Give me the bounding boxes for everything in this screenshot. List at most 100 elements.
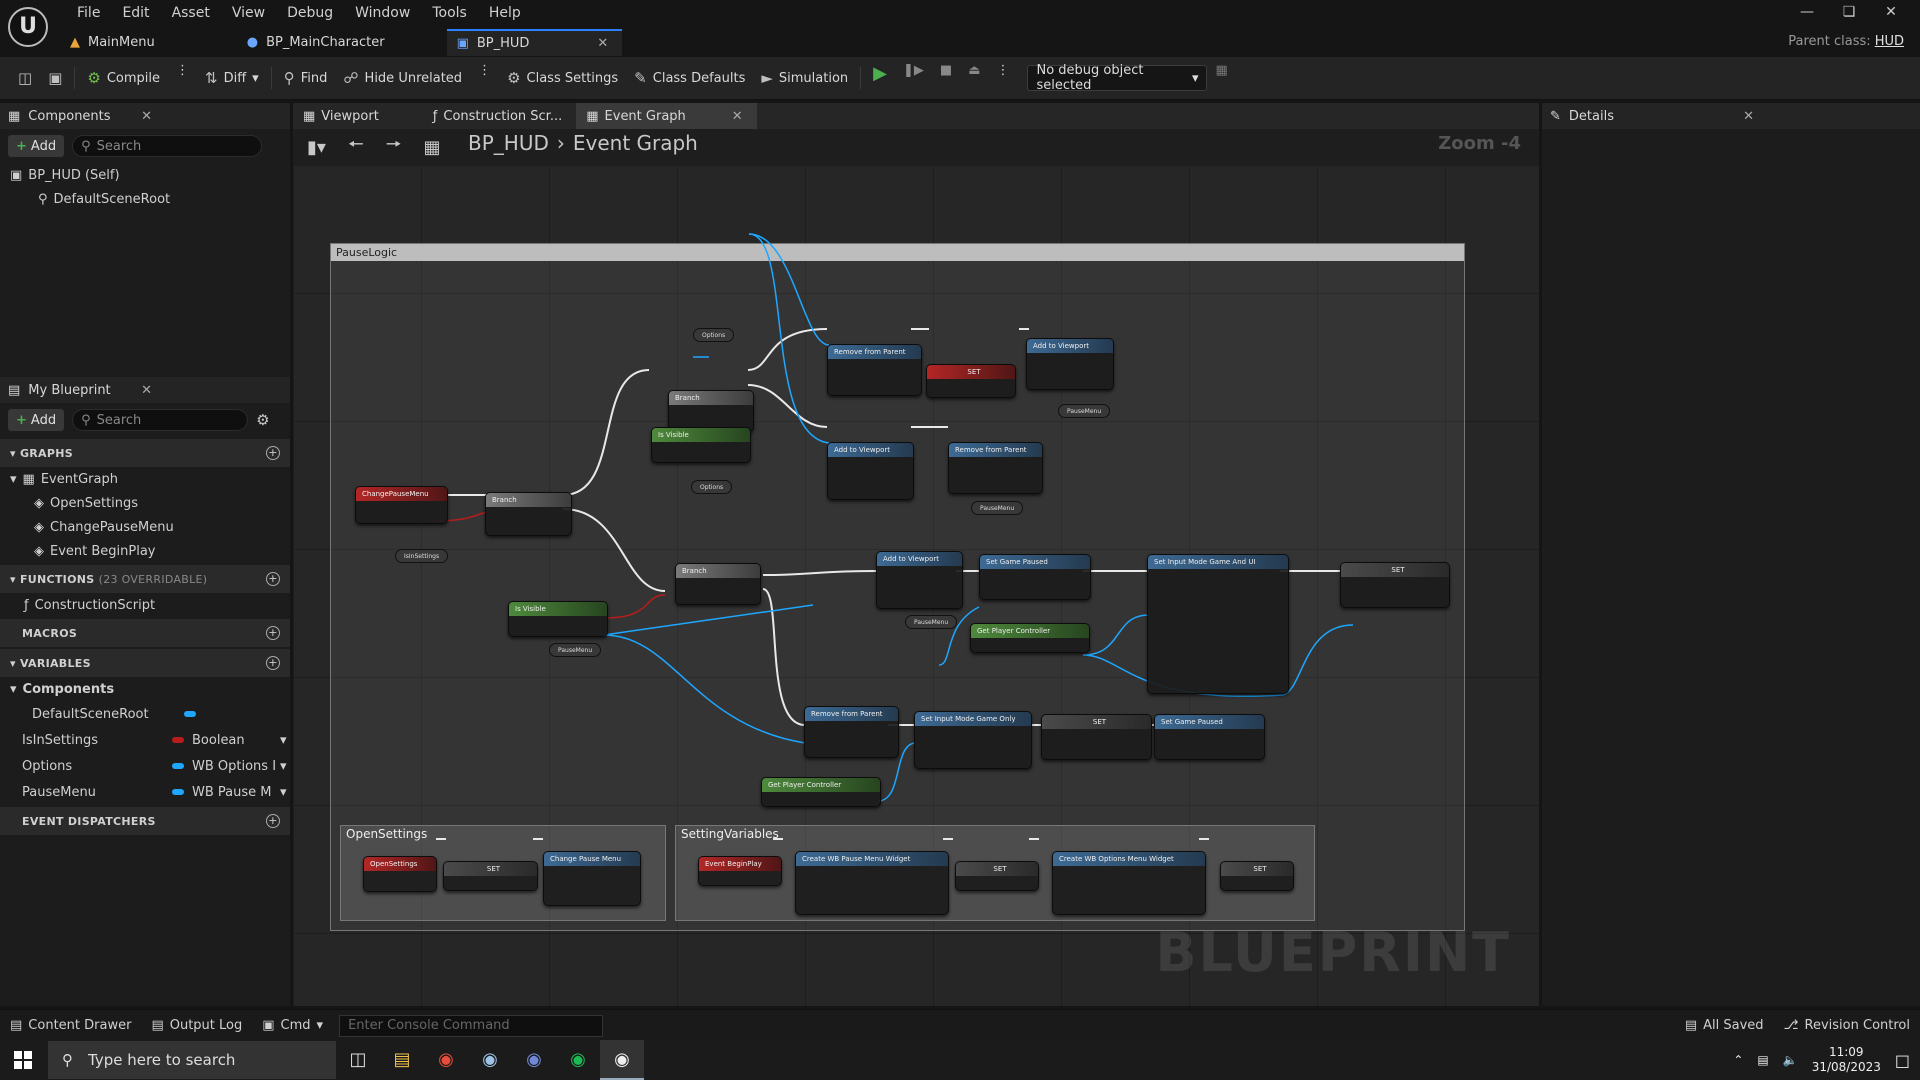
node-branch[interactable]: Branch [675, 563, 761, 605]
chevron-down-icon[interactable]: ▾ [280, 758, 287, 774]
node-var-pausemenu[interactable]: PauseMenu [905, 615, 958, 629]
taskbar-search-input[interactable]: ⚲ Type here to search [48, 1041, 336, 1079]
node-set-options[interactable]: SET [1220, 861, 1294, 891]
tab-bp-hud[interactable]: ▣ BP_HUD ✕ [446, 29, 623, 56]
graph-item-event-beginplay[interactable]: ◈Event BeginPlay [34, 543, 156, 559]
tab-mainmenu[interactable]: ▲ MainMenu [60, 29, 237, 56]
breadcrumb-graph[interactable]: Event Graph [572, 131, 698, 155]
node-var-options[interactable]: Options [693, 328, 735, 342]
add-macro-icon[interactable]: + [266, 626, 280, 640]
node-remove-from-parent[interactable]: Remove from Parent [948, 442, 1043, 494]
node-event-changepausemenu[interactable]: ChangePauseMenu [355, 486, 448, 524]
add-function-icon[interactable]: + [266, 572, 280, 586]
menu-edit[interactable]: Edit [122, 5, 150, 21]
back-arrow-icon[interactable]: 🠔 [347, 134, 364, 155]
task-view-icon[interactable]: ◫ [349, 1049, 367, 1070]
simulation-button[interactable]: ►Simulation [761, 69, 849, 87]
components-search-input[interactable]: ⚲Search [72, 135, 263, 157]
close-icon[interactable]: ✕ [141, 108, 152, 124]
node-create-pause-menu-widget[interactable]: Create WB Pause Menu Widget [795, 851, 949, 915]
file-explorer-icon[interactable]: ▤ [393, 1049, 411, 1070]
steam-icon[interactable]: ◉ [482, 1049, 498, 1070]
graph-canvas[interactable]: PauseLogic OpenSettings SettingVariables [293, 165, 1539, 1006]
node-set-show-mouse-cursor[interactable]: SET [1340, 562, 1450, 608]
add-variable-icon[interactable]: + [266, 656, 280, 670]
forward-arrow-icon[interactable]: 🠖 [385, 134, 402, 155]
my-blueprint-search-input[interactable]: ⚲Search [72, 409, 249, 431]
spotify-icon[interactable]: ◉ [570, 1049, 586, 1070]
event-dispatchers-section-header[interactable]: EVENT DISPATCHERS+ [0, 807, 290, 835]
menu-file[interactable]: File [77, 5, 101, 21]
revision-control-button[interactable]: ⎇Revision Control [1783, 1018, 1910, 1033]
graph-hierarchy-icon[interactable]: ▦ [423, 136, 441, 158]
my-blueprint-tab[interactable]: ▤ My Blueprint ✕ [0, 377, 290, 403]
compile-button[interactable]: ⚙Compile [87, 69, 160, 87]
variables-group-components[interactable]: ▾Components [10, 681, 115, 697]
stop-icon[interactable]: ■ [939, 63, 953, 78]
menu-help[interactable]: Help [488, 5, 521, 21]
node-branch[interactable]: Branch [485, 492, 572, 536]
windows-start-icon[interactable] [14, 1051, 32, 1069]
node-set-input-mode-game-only[interactable]: Set Input Mode Game Only [914, 711, 1032, 769]
node-add-to-viewport[interactable]: Add to Viewport [876, 551, 963, 609]
gear-icon[interactable]: ⚙ [256, 411, 270, 429]
chevron-up-icon[interactable]: ⌃ [1733, 1053, 1744, 1067]
node-is-visible[interactable]: Is Visible [651, 427, 751, 463]
unreal-logo-icon[interactable]: U [8, 7, 48, 47]
node-var-isinsettings[interactable]: IsInSettings [395, 549, 449, 563]
node-get-player-controller[interactable]: Get Player Controller [761, 777, 881, 807]
node-call-change-pause-menu[interactable]: Change Pause Menu [543, 851, 641, 906]
compile-options-icon[interactable]: ⋮ [176, 63, 189, 78]
components-tab[interactable]: ▦ Components ✕ [0, 103, 290, 129]
unreal-engine-icon[interactable]: ◉ [600, 1040, 644, 1080]
add-graph-icon[interactable]: + [266, 446, 280, 460]
minimize-icon[interactable]: — [1800, 4, 1814, 20]
node-var-pausemenu[interactable]: PauseMenu [1058, 404, 1111, 418]
all-saved-indicator[interactable]: ▤All Saved [1684, 1018, 1764, 1033]
node-branch[interactable]: Branch [668, 390, 754, 432]
menu-debug[interactable]: Debug [287, 5, 334, 21]
node-create-options-menu-widget[interactable]: Create WB Options Menu Widget [1052, 851, 1206, 915]
save-button[interactable]: ◫ [10, 63, 40, 93]
class-defaults-button[interactable]: ✎Class Defaults [634, 69, 746, 87]
node-event-beginplay[interactable]: Event BeginPlay [698, 856, 782, 886]
network-icon[interactable]: ▤ [1757, 1053, 1769, 1067]
component-root[interactable]: ▣BP_HUD (Self) [10, 167, 120, 183]
variables-section-header[interactable]: ▾ VARIABLES+ [0, 649, 290, 677]
class-settings-button[interactable]: ⚙Class Settings [507, 69, 619, 87]
breadcrumb-blueprint[interactable]: BP_HUD [468, 131, 549, 155]
node-add-to-viewport[interactable]: Add to Viewport [1026, 338, 1114, 390]
chevron-down-icon[interactable]: ▾ [280, 784, 287, 800]
step-icon[interactable]: ❚▶ [903, 63, 924, 78]
cmd-dropdown[interactable]: ▣Cmd▾ [262, 1018, 324, 1033]
restore-icon[interactable]: ❏ [1842, 4, 1856, 20]
add-dispatcher-icon[interactable]: + [266, 814, 280, 828]
node-var-options[interactable]: Options [691, 480, 733, 494]
tab-bp-maincharacter[interactable]: ● BP_MainCharacter [237, 29, 447, 56]
find-button[interactable]: ⚲Find [283, 69, 328, 87]
node-get-player-controller[interactable]: Get Player Controller [970, 623, 1090, 653]
add-component-button[interactable]: +Add [8, 135, 65, 157]
node-event-opensettings[interactable]: OpenSettings [363, 856, 437, 892]
node-remove-from-parent[interactable]: Remove from Parent [827, 344, 922, 396]
volume-icon[interactable]: 🔈 [1782, 1053, 1798, 1067]
diff-button[interactable]: ⇅Diff▾ [205, 69, 259, 87]
functions-section-header[interactable]: ▾ FUNCTIONS (23 OVERRIDABLE)+ [0, 565, 290, 593]
menu-tools[interactable]: Tools [432, 5, 467, 21]
node-set-pausemenu[interactable]: SET [955, 861, 1039, 891]
play-icon[interactable]: ▶ [873, 63, 887, 84]
console-input[interactable]: Enter Console Command [339, 1014, 604, 1037]
node-set-game-paused[interactable]: Set Game Paused [979, 554, 1091, 600]
chevron-down-icon[interactable]: ▾ [280, 732, 287, 748]
notifications-icon[interactable]: □ [1894, 1050, 1910, 1070]
graphs-section-header[interactable]: ▾ GRAPHS+ [0, 439, 290, 467]
menu-view[interactable]: View [231, 5, 266, 21]
details-tab[interactable]: ✎ Details ✕ [1542, 103, 1920, 129]
browse-button[interactable]: ▣ [40, 63, 70, 93]
hide-unrelated-options-icon[interactable]: ⋮ [478, 63, 492, 78]
add-member-button[interactable]: +Add [8, 409, 65, 431]
menu-asset[interactable]: Asset [171, 5, 210, 21]
